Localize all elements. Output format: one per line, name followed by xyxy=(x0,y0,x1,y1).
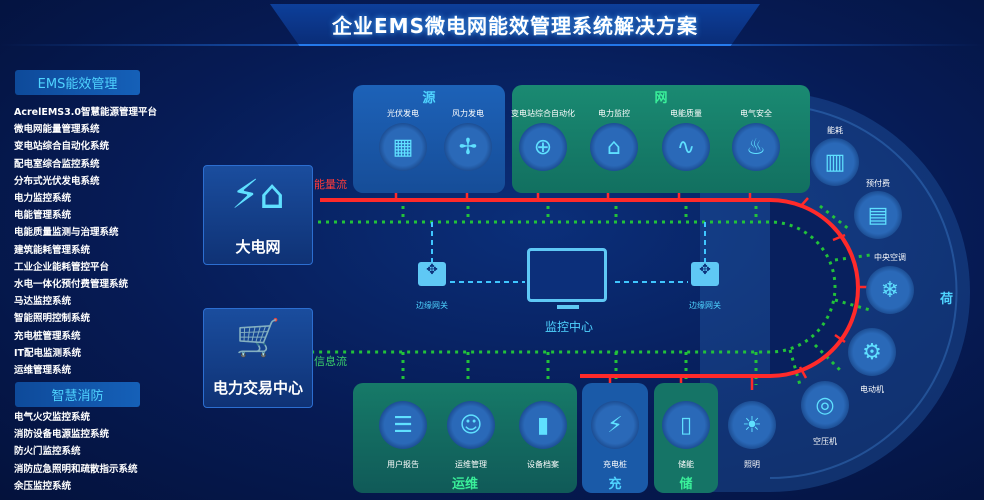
load-label: 预付费 xyxy=(866,179,890,188)
ops-label: 设备档案 xyxy=(527,460,559,469)
load-node-0[interactable]: ▥ xyxy=(811,138,859,186)
grid-label: 电力监控 xyxy=(598,109,630,118)
charge-label: 充电桩 xyxy=(603,460,627,469)
sidebar-item[interactable]: 水电一体化预付费管理系统 xyxy=(14,279,129,290)
shopping-cart-monitor-icon: 🛒 xyxy=(235,318,281,359)
sidebar-item[interactable]: 电力监控系统 xyxy=(14,193,72,204)
sidebar-item[interactable]: 消防应急照明和疏散指示系统 xyxy=(14,463,138,475)
gateway-left-icon[interactable]: ✥ xyxy=(418,262,446,286)
sidebar-item[interactable]: 分布式光伏发电系统 xyxy=(14,175,100,187)
motor-icon: ⚙ xyxy=(862,339,882,365)
gateway-right-label: 边缘网关 xyxy=(689,301,721,310)
load-label: 照明 xyxy=(744,460,760,469)
sidebar-heading-ems[interactable]: EMS能效管理 xyxy=(15,70,140,95)
load-arc-inner xyxy=(770,200,858,376)
trade-center-label: 电力交易中心 xyxy=(212,379,303,397)
gateway-right-icon[interactable]: ✥ xyxy=(691,262,719,286)
load-node-4[interactable]: ◎ xyxy=(801,381,849,429)
grid-panel-title: 网 xyxy=(654,91,668,106)
monitor-center-icon[interactable] xyxy=(527,248,607,302)
load-node-5[interactable]: ☀ xyxy=(728,401,776,449)
ops-node-0[interactable]: ☰ xyxy=(379,401,427,449)
grid-node-2[interactable]: ∿ xyxy=(662,123,710,171)
sidebar-item[interactable]: IT配电监测系统 xyxy=(14,347,82,359)
sidebar-item[interactable]: 微电网能量管理系统 xyxy=(14,124,100,136)
source-label: 风力发电 xyxy=(452,109,484,118)
grid-node-0[interactable]: ⊕ xyxy=(519,123,567,171)
load-node-1[interactable]: ▤ xyxy=(854,191,902,239)
charge-title: 充 xyxy=(608,477,622,492)
page-title: 企业EMS微电网能效管理系统解决方案 xyxy=(270,4,760,46)
storage-title: 储 xyxy=(679,477,693,492)
divider xyxy=(0,44,984,46)
ops-label: 运维管理 xyxy=(455,460,487,469)
sidebar-item[interactable]: 消防设备电源监控系统 xyxy=(14,429,110,441)
air-conditioner-icon: ❄ xyxy=(880,277,900,303)
report-icon: ☰ xyxy=(393,412,413,438)
building-icon: ▥ xyxy=(824,149,846,175)
sidebar-item[interactable]: 变电站综合自动化系统 xyxy=(14,141,110,153)
energy-flow-label: 能量流 xyxy=(314,178,347,191)
trade-center-node[interactable]: 🛒 电力交易中心 xyxy=(203,308,313,408)
load-title: 荷 xyxy=(940,292,954,307)
ops-node-1[interactable]: ☺ xyxy=(447,401,495,449)
load-node-3[interactable]: ⚙ xyxy=(848,328,896,376)
sidebar-item[interactable]: 电能质量监测与治理系统 xyxy=(14,227,119,239)
grid-node[interactable]: ⚡⌂ 大电网 xyxy=(203,165,313,265)
transmission-tower-icon: ⚡⌂ xyxy=(231,172,285,218)
solar-panel-icon: ▦ xyxy=(392,134,414,160)
prepaid-card-icon: ▤ xyxy=(867,202,889,228)
grid-label: 变电站综合自动化 xyxy=(511,109,575,118)
lightbulb-icon: ☀ xyxy=(742,412,762,438)
charge-node-0[interactable]: ⚡ xyxy=(591,401,639,449)
gateway-left-label: 边缘网关 xyxy=(416,301,448,310)
load-node-2[interactable]: ❄ xyxy=(866,266,914,314)
source-node-0[interactable]: ▦ xyxy=(379,123,427,171)
load-label: 空压机 xyxy=(813,437,837,446)
grid-node-1[interactable]: ⌂ xyxy=(590,123,638,171)
waveform-icon: ∿ xyxy=(676,134,696,160)
wind-turbine-icon: ✢ xyxy=(458,134,478,160)
grid-node-3[interactable]: ♨ xyxy=(732,123,780,171)
house-power-icon: ⌂ xyxy=(607,134,621,160)
archive-icon: ▮ xyxy=(536,412,550,438)
grid-label: 电能质量 xyxy=(670,109,702,118)
substation-icon: ⊕ xyxy=(533,134,553,160)
charging-pile-icon: ⚡ xyxy=(607,412,623,438)
sidebar-item[interactable]: 运维管理系统 xyxy=(14,365,72,376)
sidebar-item[interactable]: 余压监控系统 xyxy=(14,480,72,492)
fire-safety-icon: ♨ xyxy=(746,134,766,160)
sidebar-item[interactable]: 工业企业能耗管控平台 xyxy=(14,261,110,273)
network-lines xyxy=(431,222,706,283)
info-flow-label: 信息流 xyxy=(314,355,347,368)
sidebar-item[interactable]: AcrelEMS3.0智慧能源管理平台 xyxy=(14,107,157,118)
grid-label: 大电网 xyxy=(235,238,281,256)
monitor-center-label: 监控中心 xyxy=(544,320,594,334)
load-label: 能耗 xyxy=(827,126,843,135)
sidebar-item[interactable]: 建筑能耗管理系统 xyxy=(14,244,91,256)
sidebar-item[interactable]: 充电桩管理系统 xyxy=(14,330,81,342)
air-compressor-icon: ◎ xyxy=(815,392,835,418)
source-title: 源 xyxy=(422,91,436,106)
source-node-1[interactable]: ✢ xyxy=(444,123,492,171)
ops-node-2[interactable]: ▮ xyxy=(519,401,567,449)
sidebar-item[interactable]: 电气火灾监控系统 xyxy=(14,412,91,423)
sidebar-item[interactable]: 电能管理系统 xyxy=(14,210,72,222)
source-label: 光伏发电 xyxy=(387,109,419,118)
engineer-icon: ☺ xyxy=(459,412,483,438)
monitor-stand xyxy=(557,305,579,309)
grid-label: 电气安全 xyxy=(740,109,772,118)
load-label: 中央空调 xyxy=(874,253,906,262)
ops-title: 运维 xyxy=(451,477,478,492)
sidebar-heading-fire[interactable]: 智慧消防 xyxy=(15,382,140,407)
storage-label: 储能 xyxy=(678,460,694,469)
battery-icon: ▯ xyxy=(679,412,693,438)
storage-node-0[interactable]: ▯ xyxy=(662,401,710,449)
sidebar-item[interactable]: 防火门监控系统 xyxy=(14,446,81,458)
ops-label: 用户报告 xyxy=(387,460,419,469)
sidebar-item[interactable]: 智能照明控制系统 xyxy=(14,313,91,325)
sidebar-item[interactable]: 配电室综合监控系统 xyxy=(14,158,100,170)
sidebar-item[interactable]: 马达监控系统 xyxy=(14,296,72,308)
load-label: 电动机 xyxy=(860,385,884,394)
